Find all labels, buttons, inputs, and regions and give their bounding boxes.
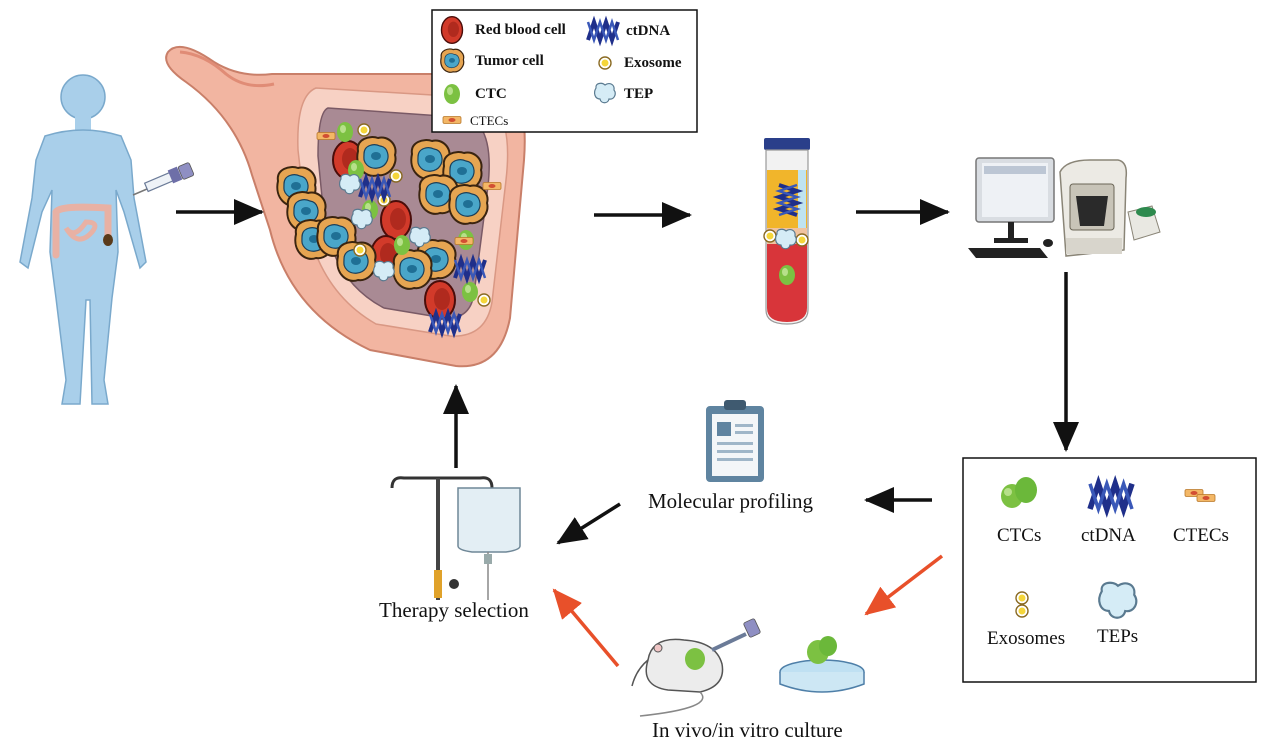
ctc-icon [337, 122, 353, 142]
tumor-cell-icon [448, 184, 489, 225]
result-label-ctecs: CTECs [1173, 525, 1229, 546]
exosome-icon [389, 169, 403, 183]
label-molecular-profiling: Molecular profiling [648, 489, 814, 513]
result-label-teps: TEPs [1097, 626, 1139, 647]
legend-ctc-icon [444, 84, 460, 104]
result-label-ctcs: CTCs [997, 525, 1042, 546]
computer-illustration [968, 157, 1055, 258]
ctec-icon [454, 237, 474, 245]
tumor-cell-icon [392, 249, 433, 290]
legend-exosome-icon [598, 56, 612, 70]
exosome-icon [353, 243, 367, 257]
arrow-profiling-to-therapy [556, 502, 621, 545]
label-therapy-selection: Therapy selection [379, 598, 529, 622]
blood-tube-illustration [763, 138, 810, 325]
legend-ctec-icon [442, 116, 462, 124]
mouse-illustration [631, 618, 761, 717]
label-culture: In vivo/in vitro culture [652, 718, 843, 742]
result-ctcs-icon [1001, 477, 1037, 508]
syringe-icon [132, 162, 195, 196]
legend-label-red-blood-cell: Red blood cell [475, 22, 566, 38]
legend-ctdna-icon [586, 20, 620, 42]
red-blood-cell-icon [380, 200, 412, 240]
ctec-icon [482, 182, 502, 190]
exosome-icon [357, 123, 371, 137]
human-body-illustration [19, 74, 195, 405]
legend-label-ctc: CTC [475, 86, 507, 102]
legend-label-exosome: Exosome [624, 55, 682, 71]
ctc-icon [394, 235, 410, 255]
analyzer-instrument-illustration [1059, 159, 1161, 257]
ctc-icon [462, 282, 478, 302]
exosome-icon [477, 293, 491, 307]
result-label-exosomes: Exosomes [987, 628, 1066, 649]
arrow-culture-to-therapy [552, 588, 620, 668]
legend-tumor-icon [440, 48, 465, 73]
ctdna-icon [453, 258, 487, 280]
petri-dish-illustration [779, 636, 865, 693]
ctdna-icon [358, 177, 392, 199]
clipboard-icon [706, 400, 764, 482]
result-label-ctdna: ctDNA [1081, 525, 1136, 546]
legend-box [431, 9, 698, 133]
ctec-icon [316, 132, 336, 140]
arrow-results-to-culture [864, 554, 944, 616]
ctdna-icon [428, 312, 462, 334]
iv-stand-illustration [390, 476, 521, 600]
legend-rbc-icon [440, 16, 464, 44]
result-ctdna-icon [1090, 484, 1132, 509]
legend-label-tumor-cell: Tumor cell [475, 53, 544, 69]
colon-illustration [52, 203, 113, 259]
legend-label-ctecs: CTECs [470, 113, 509, 128]
legend-label-tep: TEP [624, 86, 654, 102]
legend-label-ctdna: ctDNA [626, 23, 671, 39]
red-blood-cell-icon [424, 280, 456, 320]
